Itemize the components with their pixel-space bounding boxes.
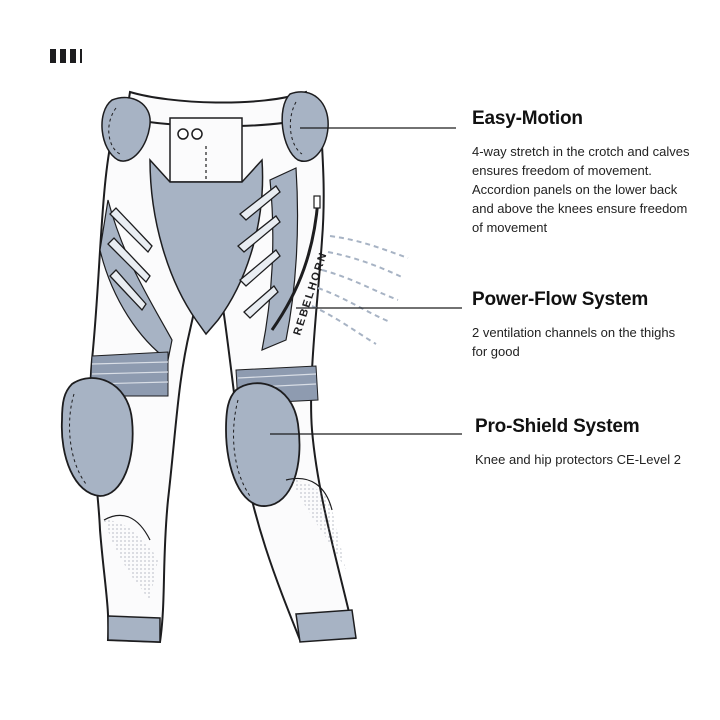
feature-title: Easy-Motion xyxy=(472,108,583,129)
feature-description: 4-way stretch in the crotch and calves e… xyxy=(472,144,690,235)
airflow-lines xyxy=(311,235,409,345)
feature-title: Pro-Shield System xyxy=(475,416,640,437)
waist-button-icon xyxy=(177,128,189,140)
thigh-zipper-vent xyxy=(270,199,320,331)
feature-title: Power-Flow System xyxy=(472,289,649,310)
left-thigh-vents xyxy=(107,207,153,312)
left-knee-protector xyxy=(60,377,134,497)
feature-description: Knee and hip protectors CE-Level 2 xyxy=(475,452,681,467)
brand-logo-icon xyxy=(50,49,100,65)
right-knee-protector xyxy=(225,382,301,507)
left-hip-protector xyxy=(101,96,151,162)
waist-button-icon xyxy=(191,128,203,140)
right-ankle-cuff xyxy=(295,609,357,643)
feature-pro-shield: Pro-Shield System Knee and hip protector… xyxy=(475,416,695,469)
feature-power-flow: Power-Flow System 2 ventilation channels… xyxy=(472,289,692,361)
left-shin-texture xyxy=(104,520,158,600)
left-ankle-cuff xyxy=(107,615,161,643)
feature-description: 2 ventilation channels on the thighs for… xyxy=(472,325,676,359)
right-thigh-vents xyxy=(237,185,281,319)
stretch-crotch-panel xyxy=(149,158,264,336)
right-shin-texture xyxy=(292,480,346,570)
feature-easy-motion: Easy-Motion 4-way stretch in the crotch … xyxy=(472,108,692,237)
right-hip-protector xyxy=(281,91,329,162)
